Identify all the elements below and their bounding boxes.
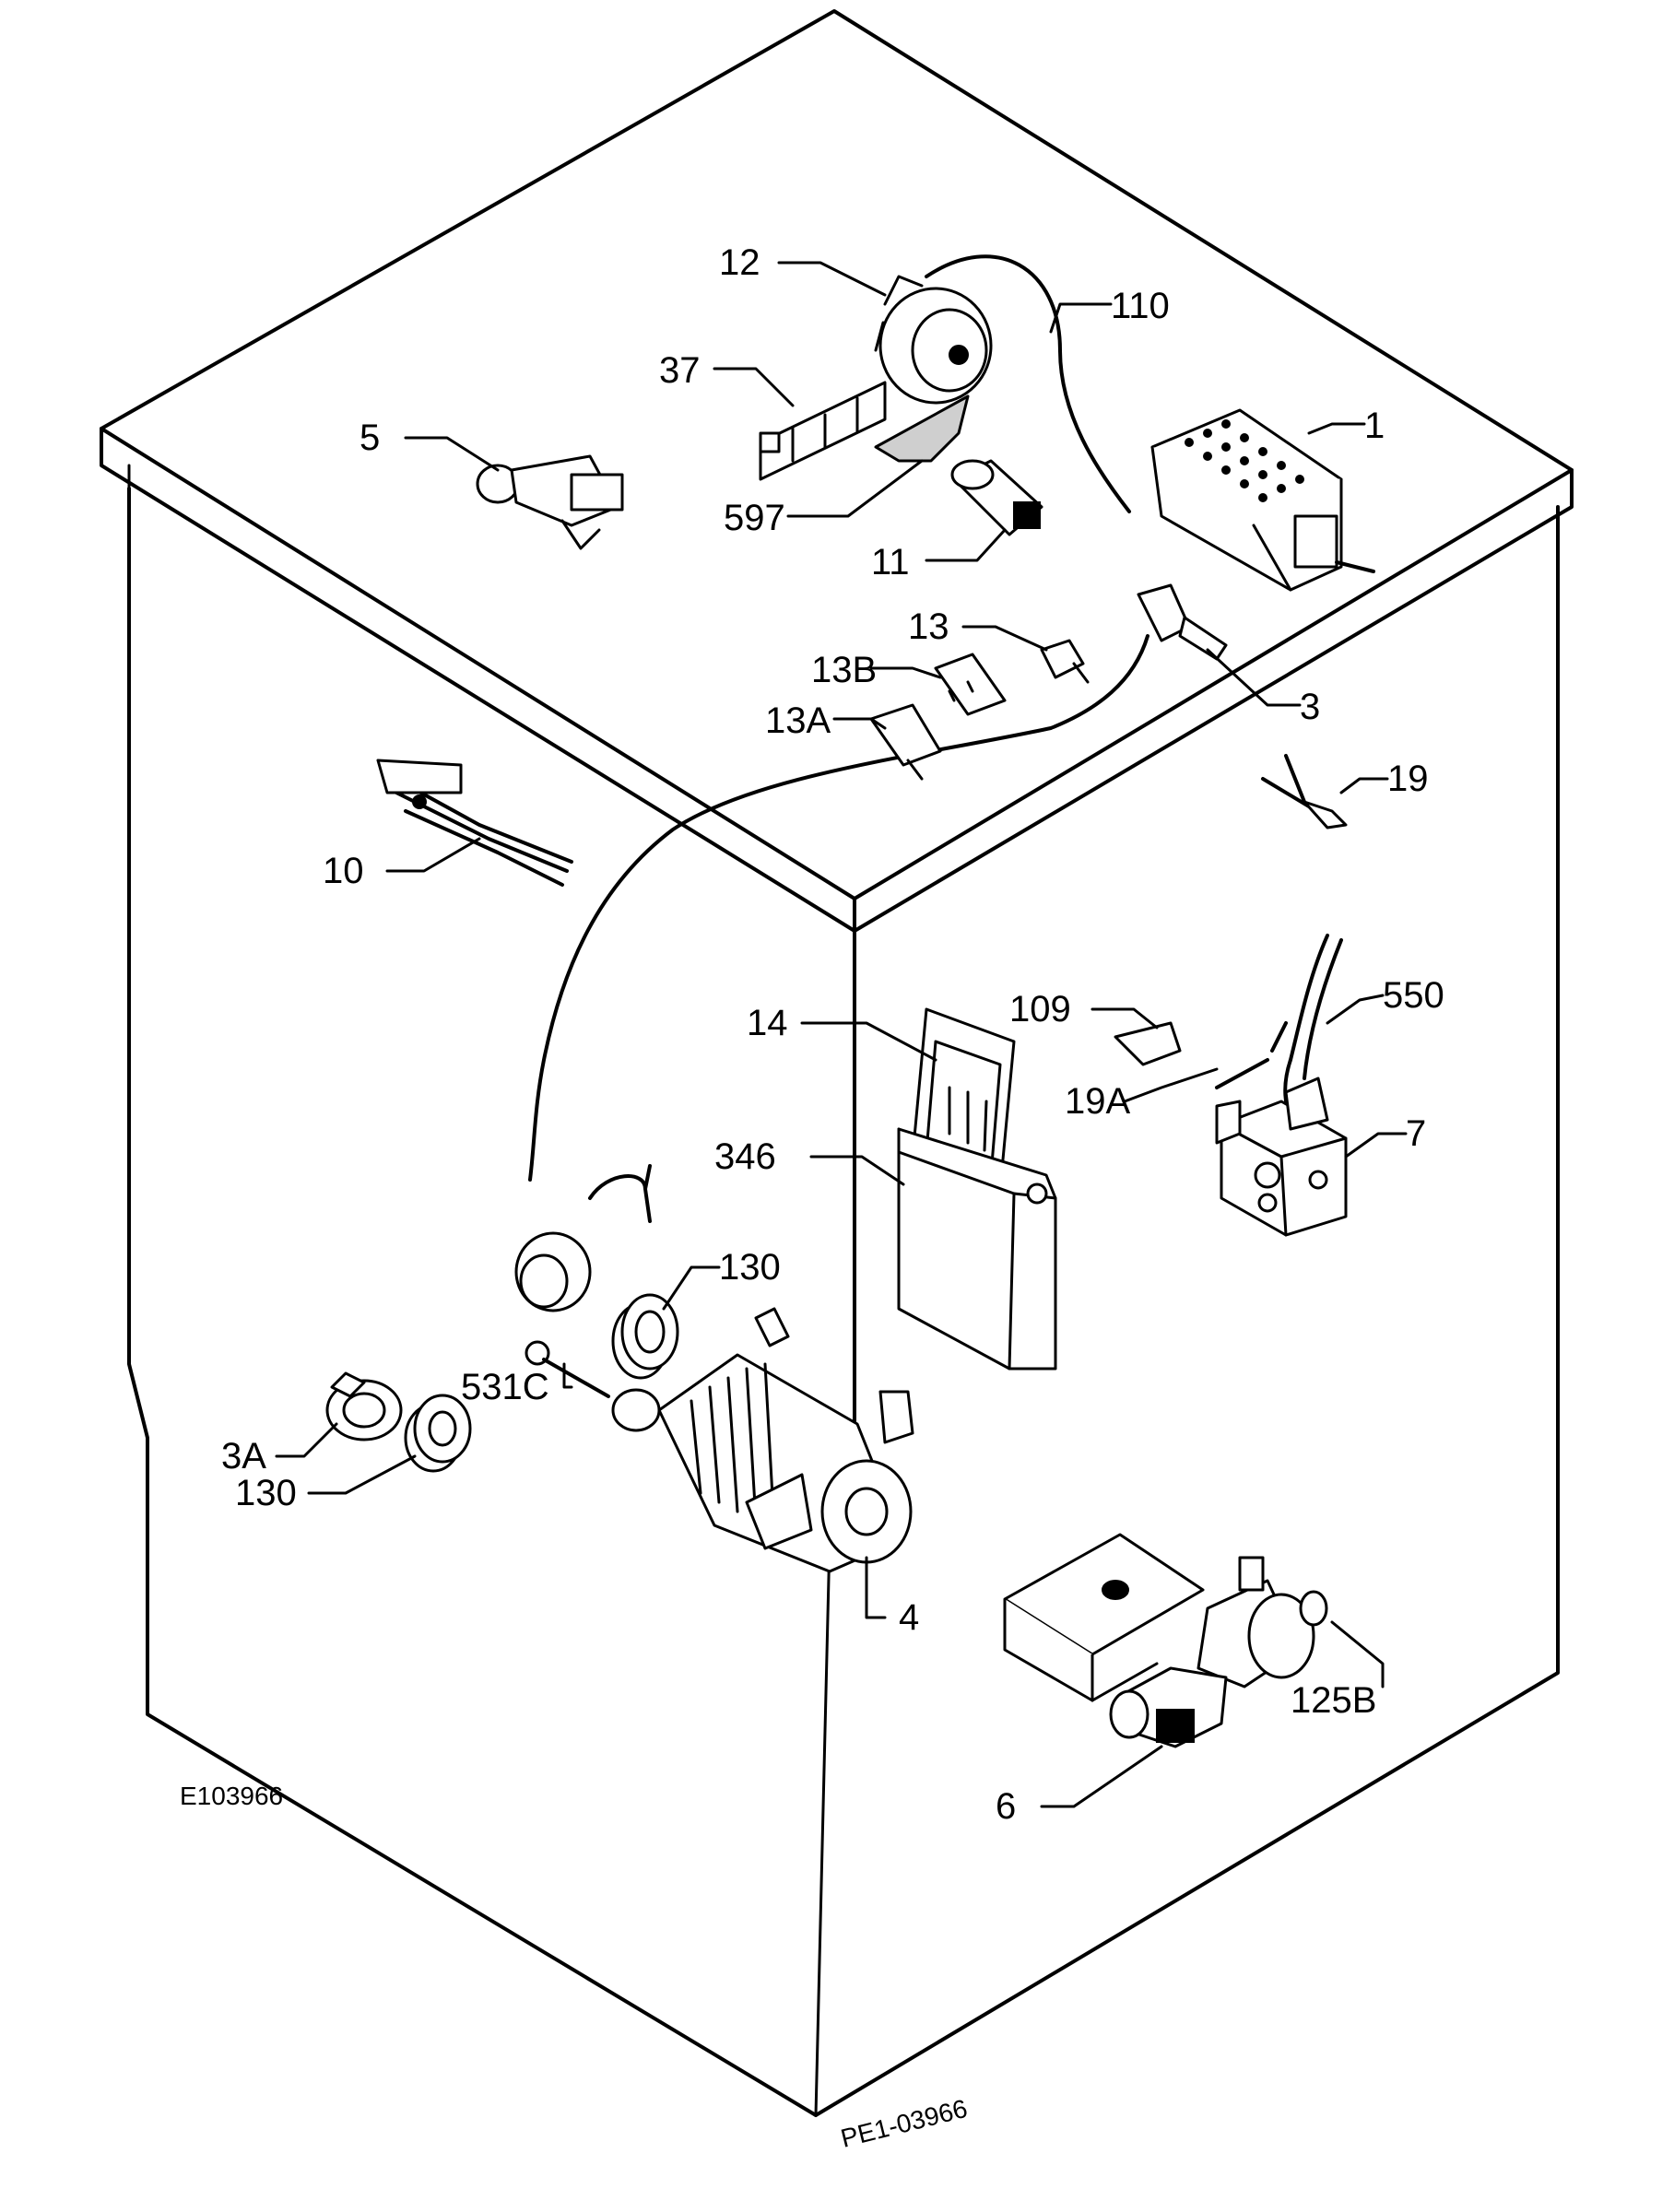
label-19: 19 <box>1387 759 1429 799</box>
label-19a: 19A <box>1065 1081 1130 1122</box>
label-37: 37 <box>659 350 701 391</box>
label-11: 11 <box>871 542 910 582</box>
label-3: 3 <box>1300 687 1320 727</box>
label-13a: 13A <box>765 700 831 741</box>
label-13b: 13B <box>811 650 877 690</box>
part-10-heater <box>376 759 573 887</box>
label-597: 597 <box>724 498 785 538</box>
part-13-connector <box>1040 639 1090 684</box>
part-1-timer <box>1150 408 1375 592</box>
part-19-probe <box>1261 754 1348 830</box>
label-6: 6 <box>996 1786 1016 1827</box>
part-597-lever <box>874 394 970 463</box>
label-7: 7 <box>1406 1113 1426 1154</box>
leader-lines <box>275 261 1408 1808</box>
label-4: 4 <box>899 1597 919 1638</box>
part-109-cover <box>1114 1021 1182 1066</box>
label-109: 109 <box>1009 989 1071 1030</box>
part-130-grommet-upper <box>611 1293 679 1380</box>
callout-labels: 12 110 37 5 1 597 11 13 13B 3 13A 19 10 … <box>221 242 1444 1827</box>
part-3a-pressure-switch <box>325 1371 403 1441</box>
stamp-code: PE1-03966 <box>838 2094 970 2153</box>
label-5: 5 <box>360 418 380 458</box>
label-110: 110 <box>1111 286 1170 326</box>
label-130-upper: 130 <box>719 1247 781 1288</box>
part-7-valve <box>1215 1077 1348 1237</box>
part-5-sensor <box>476 454 624 550</box>
label-130-lower: 130 <box>235 1473 297 1513</box>
label-531c: 531C <box>461 1367 549 1407</box>
label-14: 14 <box>747 1003 788 1043</box>
label-346: 346 <box>714 1136 776 1177</box>
part-11-capacitor <box>950 459 1043 536</box>
part-130-grommet-lower <box>404 1394 472 1473</box>
label-125b: 125B <box>1291 1680 1376 1721</box>
label-1: 1 <box>1364 406 1385 446</box>
retaining-clip <box>588 1164 652 1223</box>
label-10: 10 <box>323 851 364 891</box>
part-37-terminal-block <box>759 381 887 481</box>
part-13a-connector <box>869 703 942 781</box>
part-531c-screw <box>525 1340 610 1398</box>
label-550: 550 <box>1383 975 1444 1016</box>
label-13: 13 <box>908 606 949 647</box>
part-12-programmer <box>874 275 993 405</box>
cabinet-outline <box>100 9 1574 2117</box>
part-13b-connector <box>934 653 1007 716</box>
part-19a-probe <box>1215 1021 1288 1089</box>
part-3-switch <box>528 583 1228 1182</box>
label-12: 12 <box>719 242 760 283</box>
figure-code: E103966 <box>180 1782 283 1810</box>
part-6-drain-pump <box>1003 1533 1328 1748</box>
part-4-pump-motor <box>611 1307 914 1573</box>
hose-end-grommet <box>514 1231 592 1312</box>
part-346-drawer-housing <box>897 1127 1057 1371</box>
part-110-wire <box>925 254 1131 513</box>
label-3a: 3A <box>221 1436 266 1477</box>
